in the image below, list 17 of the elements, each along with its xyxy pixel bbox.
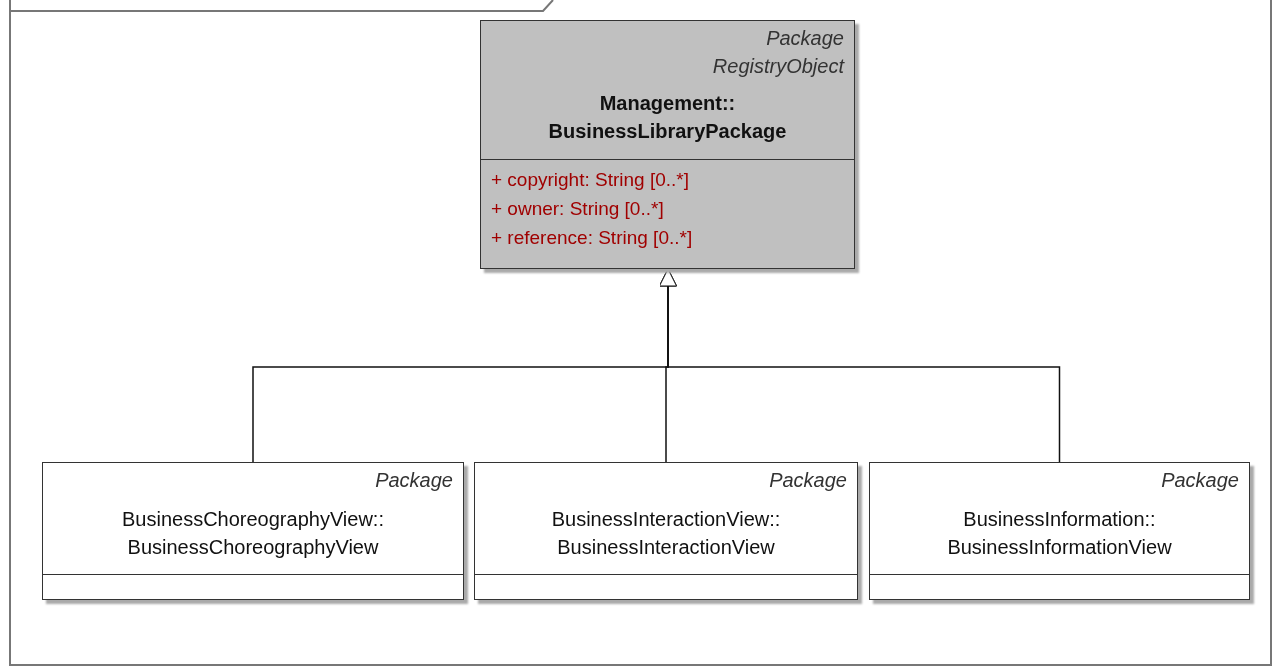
class-name: Management:: BusinessLibraryPackage	[547, 91, 788, 144]
stereotype-label: Package	[375, 469, 453, 492]
package-class-box	[42, 462, 464, 600]
attribute-text: + owner: String [0..*]	[491, 198, 664, 220]
stereotype-label: RegistryObject	[712, 55, 844, 78]
class-name: BusinessInteractionView:: BusinessInteractionView	[550, 507, 782, 560]
stereotype-label: Package	[766, 27, 844, 50]
class-name: BusinessInformation:: BusinessInformationView	[946, 507, 1173, 560]
stereotype-label: Package	[769, 469, 847, 492]
package-class-box	[474, 462, 858, 600]
class-name: BusinessChoreographyView:: BusinessChoreographyView	[121, 507, 385, 560]
attribute-text: + reference: String [0..*]	[491, 227, 693, 249]
package-class-box	[869, 462, 1250, 600]
attribute-text: + copyright: String [0..*]	[491, 169, 689, 191]
stereotype-label: Package	[1161, 469, 1239, 492]
package-class-box	[480, 20, 855, 269]
generalization-arrow	[659, 268, 1061, 463]
